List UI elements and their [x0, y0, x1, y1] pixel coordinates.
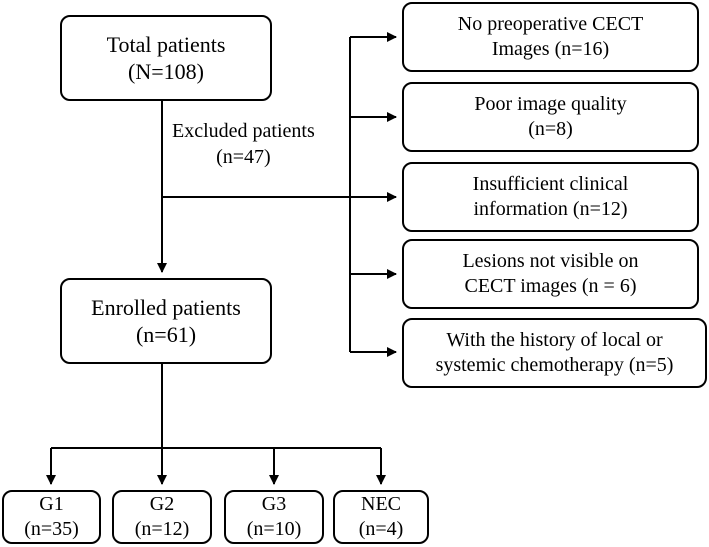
exclusion-box-text: Lesions not visible on: [462, 250, 639, 272]
exclusion-box-text: (n=8): [528, 118, 573, 140]
group-box-nec: NEC (n=4): [333, 490, 429, 544]
group-count: (n=4): [358, 518, 404, 540]
group-label: NEC: [361, 493, 401, 515]
exclusion-box-no-cect: No preoperative CECT Images (n=16): [402, 2, 699, 72]
enrolled-patients-count: (n=61): [135, 322, 197, 347]
enrolled-patients-title: Enrolled patients: [91, 294, 241, 320]
excluded-patients-label: Excluded patients (n=47): [172, 118, 315, 170]
total-patients-title: Total patients: [106, 31, 226, 57]
exclusion-box-text: No preoperative CECT: [457, 13, 644, 35]
exclusion-box-insufficient-info: Insufficient clinical information (n=12): [402, 162, 699, 232]
group-box-g3: G3 (n=10): [224, 490, 324, 544]
exclusion-box-text: Poor image quality: [474, 93, 627, 115]
group-box-g1: G1 (n=35): [2, 490, 101, 544]
exclusion-box-lesions-not-visible: Lesions not visible on CECT images (n = …: [402, 239, 699, 309]
excluded-patients-title: Excluded patients: [172, 120, 315, 142]
exclusion-box-text: CECT images (n = 6): [464, 275, 637, 297]
exclusion-box-text: information (n=12): [473, 198, 628, 220]
exclusion-box-poor-quality: Poor image quality (n=8): [402, 82, 699, 152]
exclusion-box-text: With the history of local or: [446, 329, 663, 351]
group-label: G1: [39, 493, 64, 515]
group-label: G3: [261, 493, 287, 515]
group-count: (n=35): [24, 518, 79, 540]
total-patients-box: Total patients (N=108): [60, 15, 272, 101]
exclusion-box-text: Images (n=16): [491, 38, 610, 60]
group-count: (n=10): [246, 518, 302, 540]
group-count: (n=12): [134, 518, 190, 540]
exclusion-box-text: systemic chemotherapy (n=5): [435, 354, 674, 376]
total-patients-count: (N=108): [128, 59, 204, 84]
exclusion-box-chemotherapy: With the history of local or systemic ch…: [402, 318, 707, 388]
group-label: G2: [149, 493, 175, 515]
group-box-g2: G2 (n=12): [112, 490, 212, 544]
enrolled-patients-box: Enrolled patients (n=61): [60, 278, 272, 364]
excluded-patients-count: (n=47): [216, 146, 271, 168]
exclusion-box-text: Insufficient clinical: [472, 173, 629, 195]
